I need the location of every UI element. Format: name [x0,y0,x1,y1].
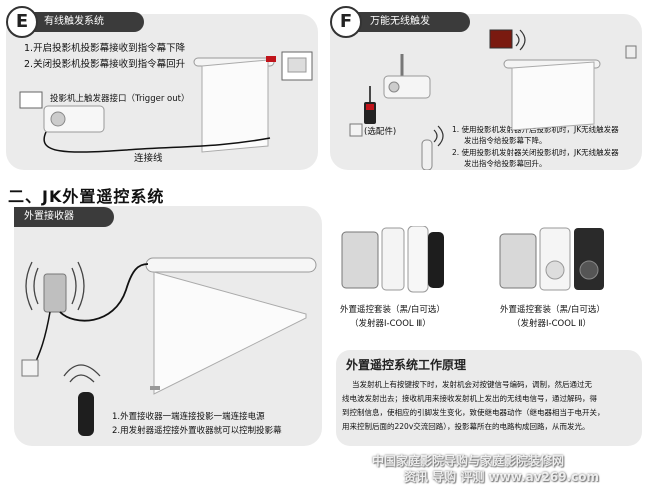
section-title: 二、JK外置遥控系统 [8,187,165,206]
principle-line-1: 当发射机上有按键按下时，发射机会对按键信号编码，调制，然后通过无 [352,380,592,389]
wired-illustration [19,51,313,153]
wireless-illustration [349,29,637,170]
receiver-line-1: 1.外置接收器一端连接投影一端连接电源 [112,412,265,422]
trigger-out-label: 投影机上触发器接口（Trigger out） [50,94,190,104]
kit-2-line-1: 外置遥控套装（黑/白可选） [500,305,605,315]
wireless-note-2a: 2. 使用投影机发射器关闭投影机时，JK无线触发器 [452,148,619,157]
wired-trigger-tab: 有线触发系统 [30,12,144,32]
wired-line-2: 2.关闭投影机投影幕接收到指令幕回升 [24,59,186,70]
wireless-trigger-tab: 万能无线触发 [356,12,470,32]
kit-1-illustration [341,226,444,293]
wireless-note-1a: 1. 使用投影机发射器开启投影机时，JK无线触发器 [452,125,619,134]
watermark-line-1: 中国家庭影院导购与家庭影院装修网 [372,454,565,468]
watermark-line-2: 资讯 导购 评测 www.av269.com [404,470,599,484]
kit-2-line-2: （发射器I-COOL Ⅱ） [512,319,592,329]
kit-1-line-1: 外置遥控套装（黑/白可选） [340,305,445,315]
badge-e: E [6,6,38,38]
principle-line-4: 用来控制后面的220v交流回路），投影幕所在的电路构成回路，从而发光。 [342,422,590,431]
wired-line-1: 1.开启投影机投影幕接收到指令幕下降 [24,43,186,54]
kit-1-line-2: （发射器I-COOL Ⅲ） [350,319,431,329]
principle-line-3: 到控制信息，使相应的引脚发生变化，致使继电器动作（继电器相当于电开关， [342,408,605,417]
principle-title: 外置遥控系统工作原理 [346,358,467,372]
wireless-note-1b: 发出指令给投影幕下降。 [464,136,547,145]
receiver-line-2: 2.用发射器遥控接外置收器就可以控制投影幕 [112,426,282,436]
principle-panel [336,350,642,446]
receiver-illustration [21,257,317,436]
principle-line-2: 线电波发射出去；接收机用来接收发射机上发出的无线电信号，通过解码，得 [342,394,597,403]
cable-label: 连接线 [134,153,163,164]
option-label: (选配件) [364,127,397,137]
wireless-note-2b: 发出指令给投影幕回升。 [464,159,547,168]
badge-f: F [330,6,362,38]
kit-2-illustration [499,227,604,291]
receiver-tab: 外置接收器 [14,207,114,227]
